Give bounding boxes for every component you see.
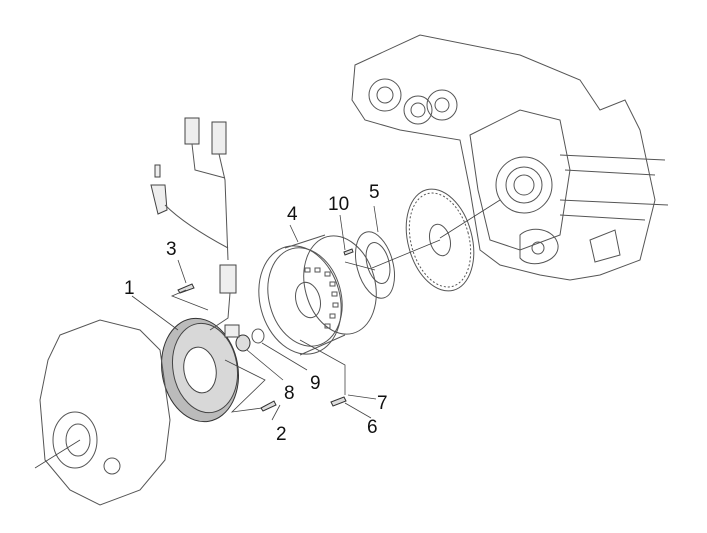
stator-illustration <box>161 317 240 423</box>
crankcase-illustration <box>351 34 669 281</box>
callout-5: 5 <box>369 182 380 203</box>
callout-1: 1 <box>124 278 135 299</box>
pickup-screw-illustration <box>177 283 195 294</box>
callout-leaders <box>131 205 379 421</box>
side-cover-illustration <box>34 319 171 506</box>
washer-illustration <box>251 328 265 344</box>
clutch-screw-illustration <box>330 396 347 407</box>
starter-clutch-illustration <box>355 231 441 299</box>
callout-7: 7 <box>377 393 388 414</box>
callout-2: 2 <box>276 424 287 445</box>
callout-6: 6 <box>367 417 378 438</box>
callout-3: 3 <box>166 239 177 260</box>
wiring-harness-illustration <box>150 117 237 331</box>
starter-gear-illustration <box>405 188 501 292</box>
woodruff-key-illustration <box>343 248 354 256</box>
stator-screw-illustration <box>260 400 277 412</box>
callout-9: 9 <box>310 373 321 394</box>
callout-10: 10 <box>328 194 350 215</box>
callout-4: 4 <box>287 204 298 225</box>
flywheel-rotor-illustration <box>258 234 377 356</box>
callout-8: 8 <box>284 383 295 404</box>
flywheel-nut-illustration <box>235 334 251 352</box>
